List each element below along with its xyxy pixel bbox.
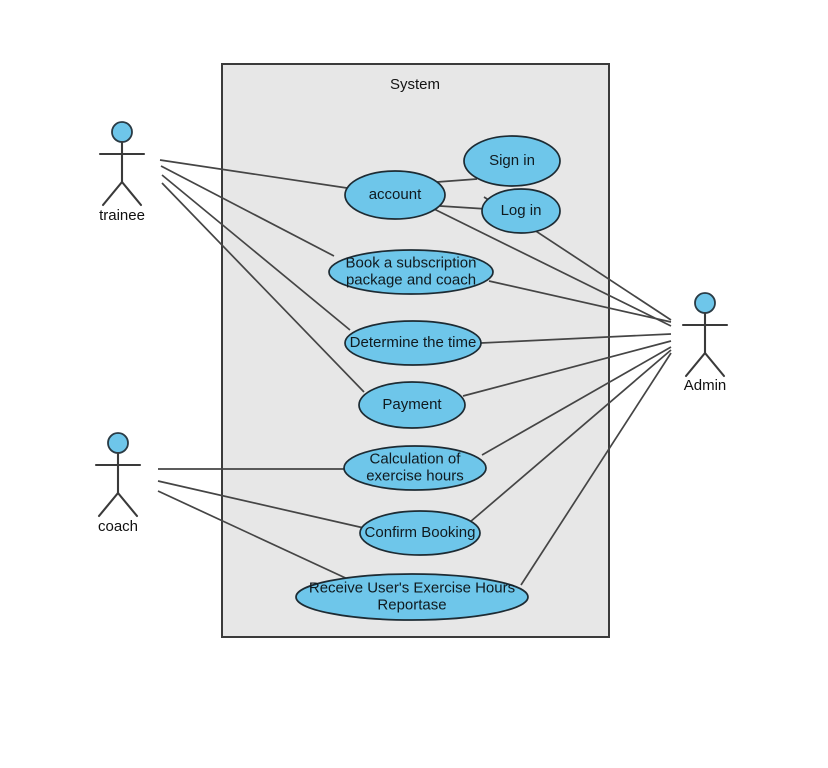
actor-trainee[interactable]: trainee [98,121,146,224]
association-admin-book-subscription[interactable] [488,280,672,323]
use-case-account[interactable]: account [344,170,446,220]
use-case-label-account: account [369,186,422,203]
use-case-label-log-in: Log in [501,202,542,219]
association-admin-sign-in[interactable] [431,207,672,327]
use-case-payment[interactable]: Payment [358,381,466,429]
use-case-label-determine-time: Determine the time [350,334,477,351]
system-title: System [390,76,440,93]
use-case-label-calculation-exercise-hours: Calculation of [370,450,462,467]
use-case-ellipse-determine-time[interactable] [344,320,482,366]
actor-leg-left-trainee [101,180,124,207]
association-trainee-payment[interactable] [161,182,365,393]
actor-leg-right-admin [703,351,726,378]
actor-leg-right-trainee [120,180,143,207]
use-case-ellipse-calculation-exercise-hours[interactable] [343,445,487,491]
use-case-label-confirm-booking: Confirm Booking [365,524,476,541]
use-case-ellipse-confirm-booking[interactable] [359,510,481,556]
association-trainee-book-subscription[interactable] [160,165,335,257]
association-admin-calculation[interactable] [481,346,672,456]
use-case-nodes: account Sign in Log in Book a subscriptionp… [295,135,561,621]
use-case-ellipse-log-in[interactable] [481,188,561,234]
actor-head-icon-trainee [111,121,133,143]
association-coach-confirm-booking[interactable] [157,480,365,529]
use-case-ellipse-account[interactable] [344,170,446,220]
use-case-ellipse-book-subscription[interactable] [328,249,494,295]
association-coach-receive-report[interactable] [157,490,353,582]
use-case-label-payment: Payment [382,396,442,413]
use-case-label-book-subscription: package and coach [346,271,476,288]
use-case-ellipse-sign-in[interactable] [463,135,561,187]
actor-coach[interactable]: coach [94,432,142,535]
association-admin-confirm-booking[interactable] [469,349,672,523]
association-admin-payment[interactable] [462,340,672,397]
association-trainee-account[interactable] [159,159,348,189]
use-case-label-sign-in: Sign in [489,152,535,169]
use-case-label-calculation-exercise-hours: exercise hours [366,467,464,484]
association-trainee-determine-time[interactable] [161,174,351,331]
actor-leg-right-coach [116,491,139,518]
actor-head-icon-coach [107,432,129,454]
actor-label-trainee: trainee [99,207,145,224]
use-case-label-receive-exercise-report: Receive User's Exercise Hours [309,579,515,596]
actor-nodes: trainee coach Admin [94,121,729,535]
actor-label-coach: coach [98,518,138,535]
association-lines [157,159,672,586]
actor-label-admin: Admin [684,377,727,394]
use-case-confirm-booking[interactable]: Confirm Booking [359,510,481,556]
actor-leg-left-coach [97,491,120,518]
use-case-determine-time[interactable]: Determine the time [344,320,482,366]
actor-head-icon-admin [694,292,716,314]
actor-admin[interactable]: Admin [681,292,729,394]
association-account-log-in[interactable] [439,205,488,210]
association-admin-determine-time[interactable] [480,333,672,344]
actor-leg-left-admin [684,351,707,378]
association-admin-receive-report[interactable] [520,352,672,586]
use-case-label-receive-exercise-report: Reportase [377,596,446,613]
use-case-ellipse-receive-exercise-report[interactable] [295,573,529,621]
use-case-label-book-subscription: Book a subscription [346,254,477,271]
association-account-sign-in[interactable] [436,178,478,183]
use-case-log-in[interactable]: Log in [481,188,561,234]
use-case-ellipse-payment[interactable] [358,381,466,429]
use-case-sign-in[interactable]: Sign in [463,135,561,187]
